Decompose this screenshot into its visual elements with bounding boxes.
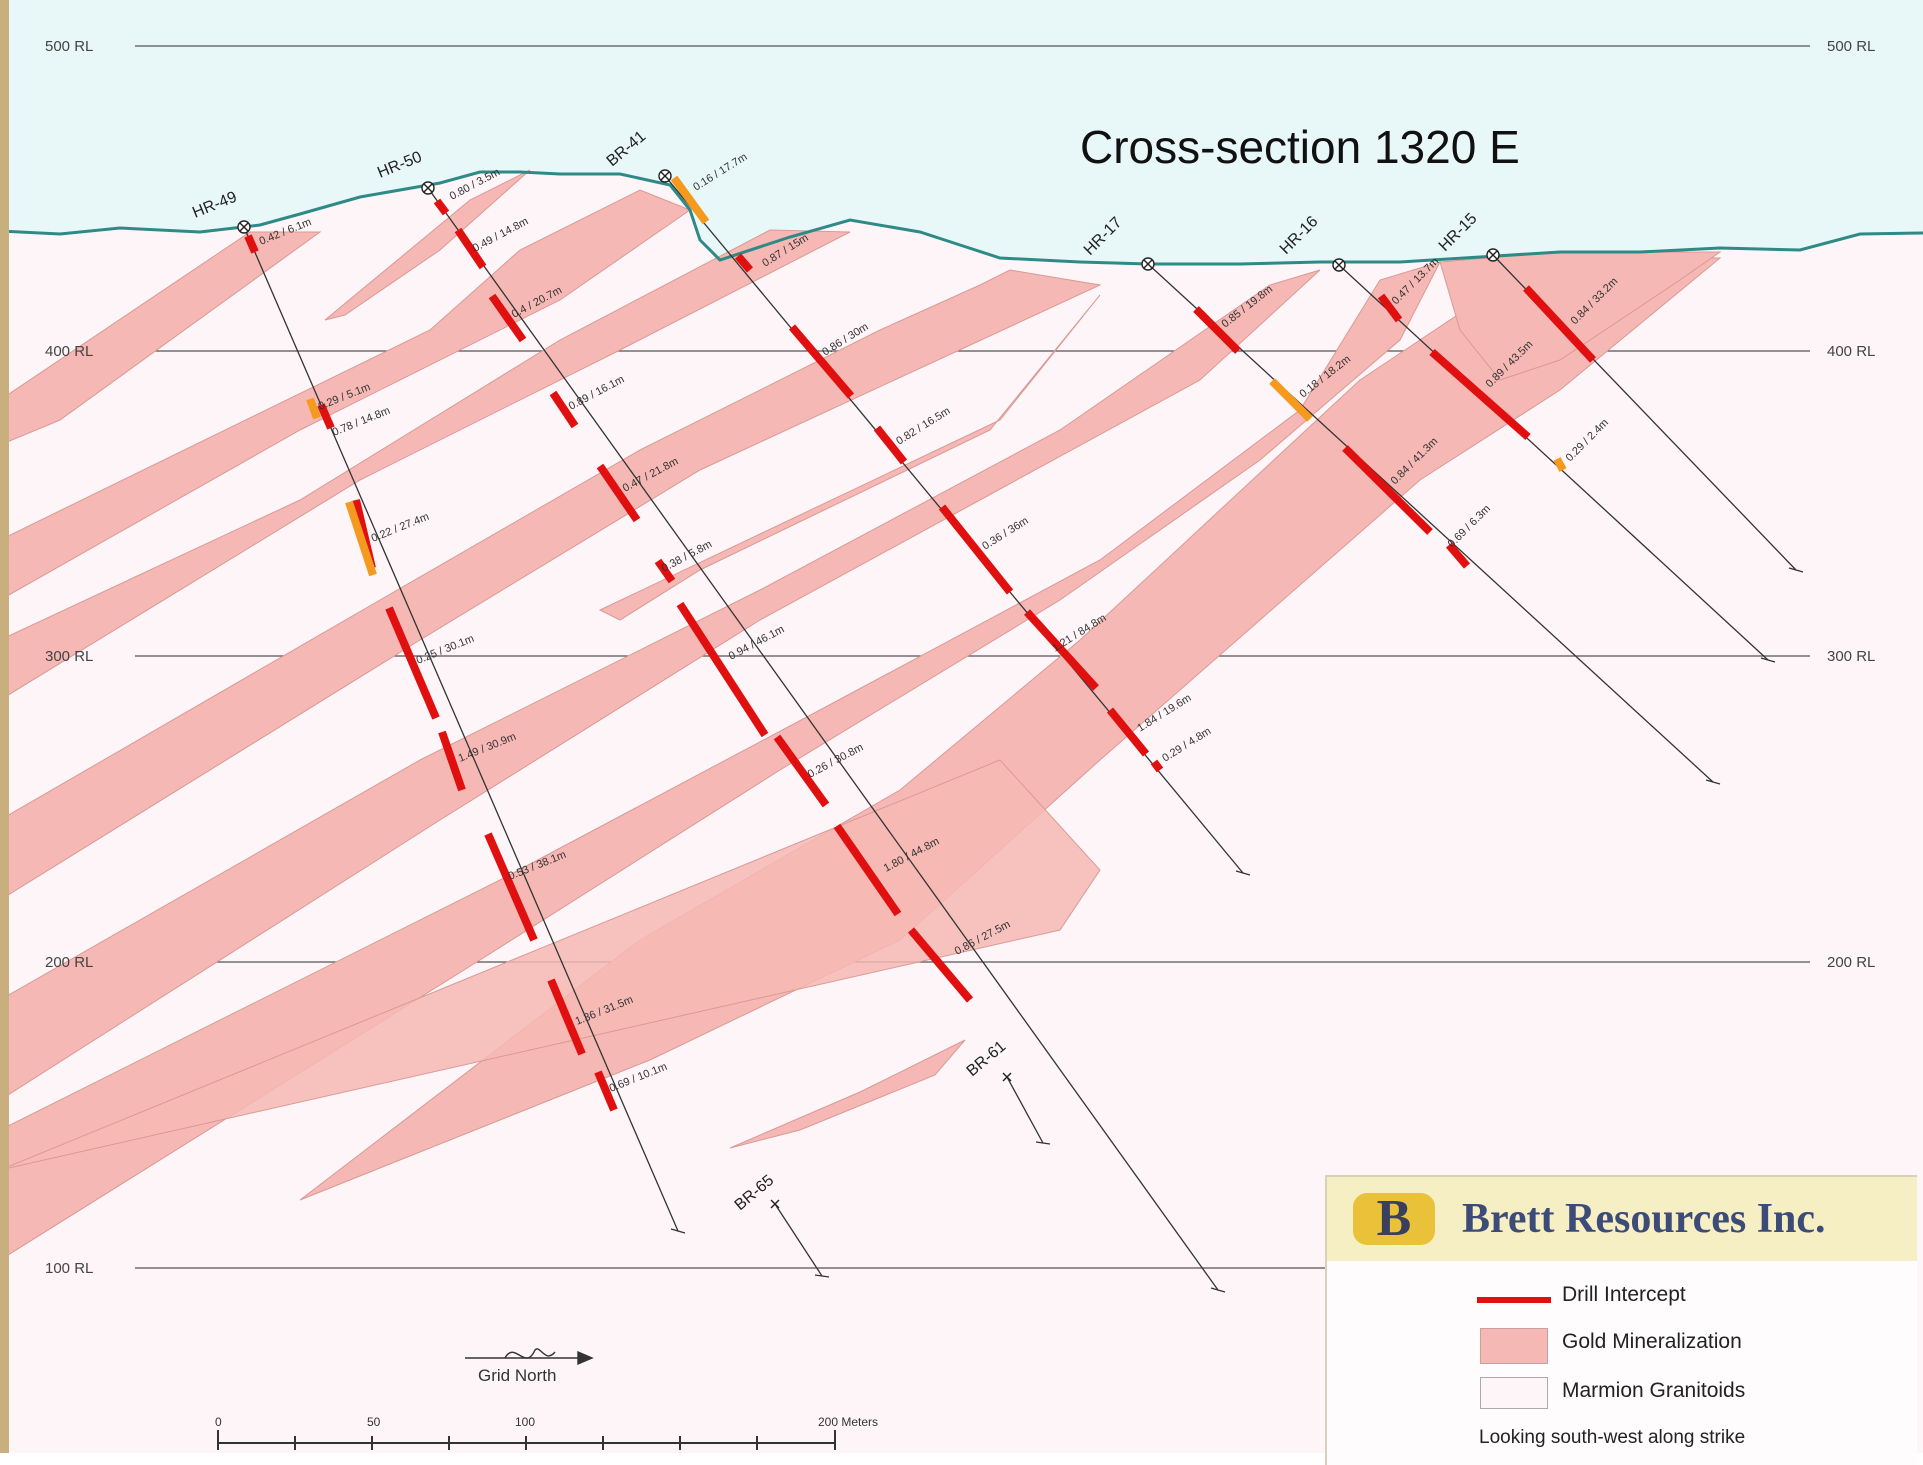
- company-logo: B: [1353, 1190, 1435, 1247]
- left-border: [0, 0, 9, 1453]
- topography-line: [0, 170, 1923, 266]
- diagram-title: Cross-section 1320 E: [1080, 121, 1520, 173]
- rl-label-100-left: 100 RL: [45, 1260, 93, 1277]
- north-arrow: [465, 1348, 594, 1366]
- low-grade-intercepts: [306, 175, 1567, 577]
- legend-item-gold: Gold Mineralization: [1327, 1324, 1917, 1364]
- sky-area: [0, 0, 1923, 264]
- scale-tick-100: 100: [515, 1415, 535, 1429]
- legend-label: Gold Mineralization: [1562, 1330, 1742, 1353]
- granitoid-swatch: [1480, 1377, 1548, 1409]
- rl-label-200-right: 200 RL: [1827, 954, 1875, 971]
- view-direction-note: Looking south-west along strike: [1479, 1427, 1746, 1448]
- gold-swatch: [1480, 1328, 1548, 1364]
- legend-header: B Brett Resources Inc.: [1327, 1177, 1917, 1261]
- legend-label: Marmion Granitoids: [1562, 1379, 1746, 1402]
- rl-label-200-left: 200 RL: [45, 954, 93, 971]
- logo-letter: B: [1376, 1190, 1412, 1247]
- scale-tick-0: 0: [215, 1415, 222, 1429]
- drill-end-ticks: [670, 567, 1804, 1293]
- drill-intercept-swatch: [1477, 1297, 1551, 1303]
- legend-item-drill-intercept: Drill Intercept: [1327, 1277, 1917, 1313]
- rl-label-500-left: 500 RL: [45, 38, 93, 55]
- scale-tick-200: 200 Meters: [818, 1415, 878, 1429]
- gold-mineralization-zones: [0, 169, 1722, 1261]
- legend-label: Drill Intercept: [1562, 1283, 1686, 1306]
- rl-label-400-left: 400 RL: [45, 343, 93, 360]
- grid-north-label: Grid North: [478, 1366, 556, 1385]
- company-name: Brett Resources Inc.: [1462, 1196, 1826, 1242]
- rl-label-500-right: 500 RL: [1827, 38, 1875, 55]
- collar-crosses: [239, 171, 1498, 1209]
- rl-label-300-left: 300 RL: [45, 648, 93, 665]
- drill-intercepts: [244, 198, 1596, 1112]
- scale-tick-50: 50: [367, 1415, 381, 1429]
- rl-label-400-right: 400 RL: [1827, 343, 1875, 360]
- scale-bar: [217, 1430, 836, 1450]
- rl-label-300-right: 300 RL: [1827, 648, 1875, 665]
- legend-panel: B Brett Resources Inc. Drill Intercept G…: [1325, 1175, 1917, 1465]
- legend-item-granitoids: Marmion Granitoids: [1327, 1373, 1917, 1409]
